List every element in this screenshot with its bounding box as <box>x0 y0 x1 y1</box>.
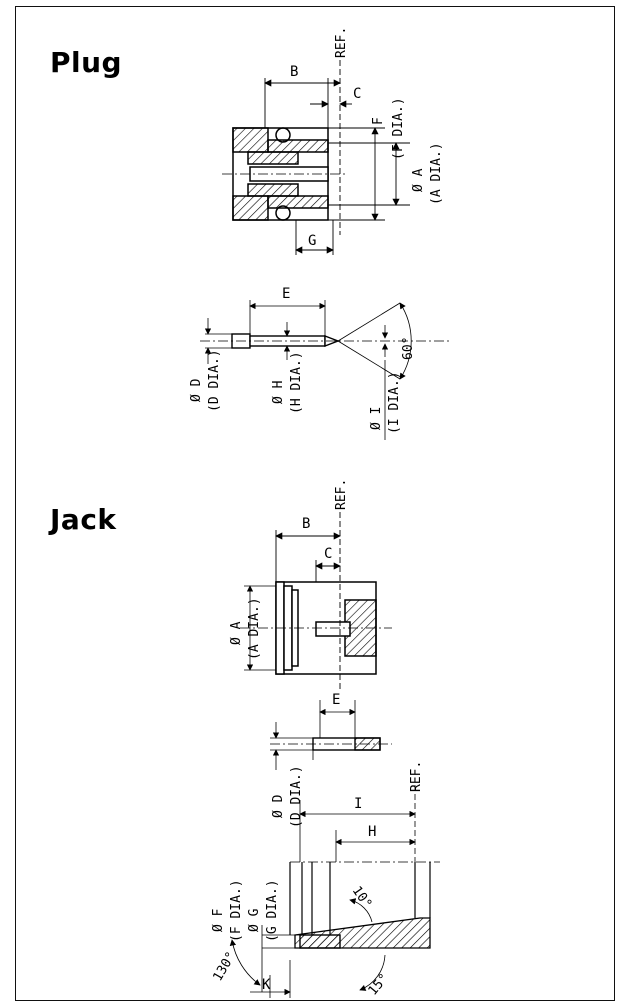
plug-f-dia-label: (F DIA.) <box>391 97 406 160</box>
jack-d-label: Ø D <box>271 794 286 818</box>
plug-side-view <box>222 60 410 255</box>
plug-h-dia-label: (H DIA.) <box>289 351 304 414</box>
plug-f-label: F <box>371 117 386 125</box>
jack-e-label: E <box>332 692 340 708</box>
plug-e-label: E <box>282 286 290 302</box>
plug-d-label: Ø D <box>189 378 204 402</box>
jack-section-view <box>229 785 440 998</box>
jack-b-label: B <box>302 516 310 532</box>
jack-angle-10-label: 10° <box>349 884 375 912</box>
drawing-frame <box>15 6 615 1001</box>
plug-ref-label: REF. <box>334 27 349 58</box>
jack-ref-label: REF. <box>334 479 349 510</box>
plug-i-label: Ø I <box>369 407 384 430</box>
plug-angle-60-label: 60° <box>401 337 416 360</box>
jack-f-label: Ø F <box>211 908 226 932</box>
jack-c-label: C <box>324 546 332 562</box>
jack-f-dia-label: (F DIA.) <box>229 879 244 942</box>
plug-title: Plug <box>50 46 123 79</box>
jack-a-label: Ø A <box>229 621 244 645</box>
plug-c-label: C <box>353 86 361 102</box>
jack-h-label: H <box>368 824 376 840</box>
plug-b-label: B <box>290 64 298 80</box>
jack-d-dia-label: (D DIA.) <box>289 765 304 828</box>
plug-d-dia-label: (D DIA.) <box>207 349 222 412</box>
jack-g-label: Ø G <box>247 908 262 932</box>
plug-h-label: Ø H <box>271 381 286 404</box>
plug-a-dia-label: (A DIA.) <box>429 142 444 205</box>
jack-angle-15-label: 15° <box>366 971 393 999</box>
plug-pin-view <box>200 300 450 440</box>
jack-title: Jack <box>50 503 117 536</box>
jack-a-dia-label: (A DIA.) <box>247 597 262 660</box>
plug-a-label: Ø A <box>411 168 426 192</box>
jack-socket-view <box>270 700 392 770</box>
jack-body-view <box>240 512 392 690</box>
jack-k-label: K <box>262 977 271 993</box>
jack-g-dia-label: (G DIA.) <box>265 879 280 942</box>
jack-i-label: I <box>354 796 362 812</box>
jack-angle-130-label: 130° <box>210 949 239 984</box>
plug-i-dia-label: (I DIA.) <box>387 371 402 434</box>
jack-ref2-label: REF. <box>409 761 424 792</box>
plug-g-label: G <box>308 233 316 249</box>
